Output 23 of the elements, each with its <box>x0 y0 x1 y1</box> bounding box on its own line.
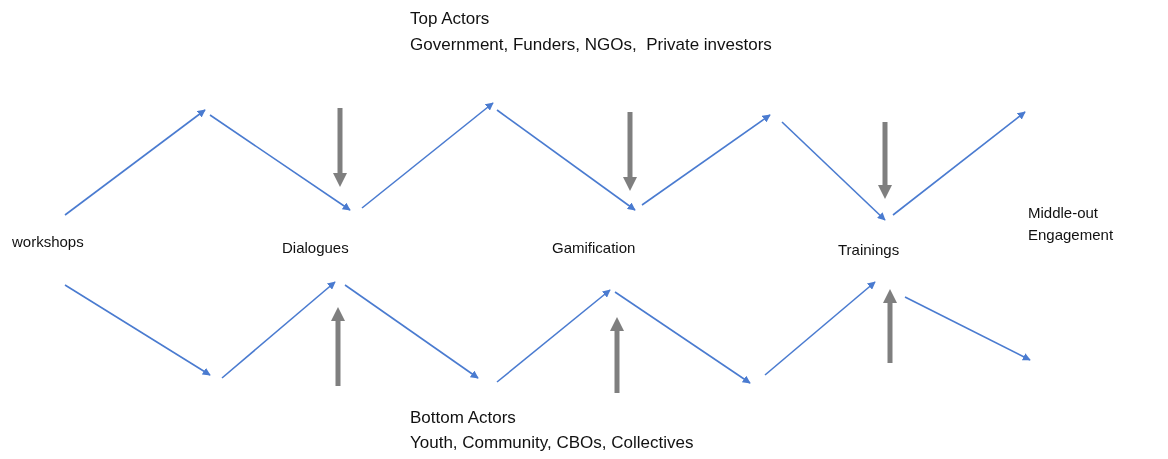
text-label: Youth, Community, CBOs, Collectives <box>410 432 695 454</box>
arrow <box>892 111 1026 216</box>
arrow <box>64 284 211 376</box>
text-label: Middle-out Engagement <box>1028 203 1115 245</box>
arrow <box>496 109 636 211</box>
arrow <box>641 114 771 206</box>
arrow <box>496 289 611 383</box>
arrow <box>361 102 494 209</box>
arrow <box>904 296 1031 361</box>
stage-label: Gamification <box>552 239 636 257</box>
arrow <box>221 281 336 379</box>
arrow <box>209 114 351 211</box>
text-label: Bottom Actors <box>410 407 517 429</box>
arrow <box>64 109 206 216</box>
text-label: Top Actors <box>410 8 491 30</box>
stage-label: Trainings <box>838 241 900 259</box>
arrow <box>614 291 751 384</box>
text-label: Government, Funders, NGOs, Private investors <box>410 34 773 56</box>
arrow <box>344 284 479 379</box>
arrow <box>764 281 876 376</box>
arrow <box>781 121 886 221</box>
stage-label: Dialogues <box>282 239 349 257</box>
stage-label: workshops <box>12 233 84 251</box>
